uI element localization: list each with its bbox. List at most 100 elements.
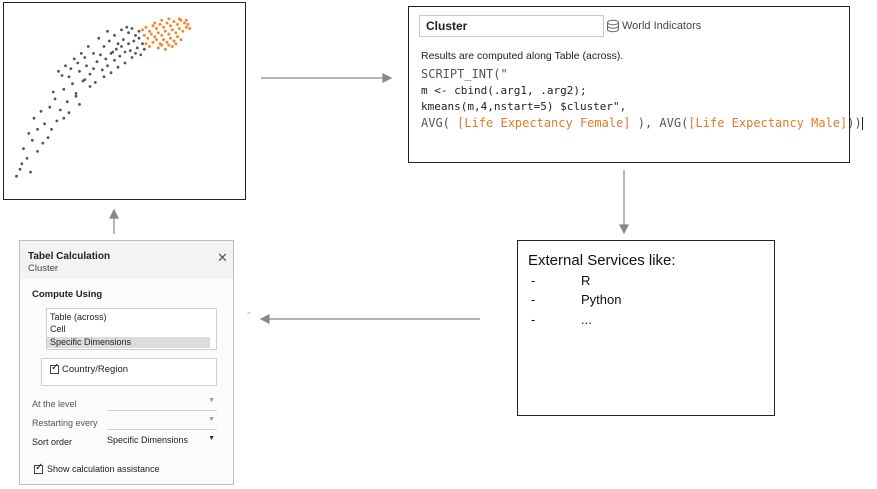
scatter-point (92, 52, 95, 55)
scatter-point-cluster (151, 40, 155, 44)
scatter-point (128, 49, 132, 52)
dropdown-arrow-icon: ▼ (208, 397, 215, 404)
show-assistance-checkbox[interactable]: ✓ (34, 462, 44, 474)
scatter-point (76, 61, 80, 65)
scatter-point (137, 36, 141, 40)
code-line-2[interactable]: m <- cbind(.arg1, .arg2); (421, 84, 587, 97)
scatter-point (18, 167, 22, 171)
scatter-point (134, 52, 137, 55)
scatter-point-cluster (167, 43, 171, 47)
scatter-point (113, 34, 116, 37)
close-icon[interactable]: ✕ (217, 250, 228, 265)
bullet-dash: - (531, 273, 536, 288)
field-life-expectancy-male: [Life Expectancy Male] (688, 116, 848, 130)
dialog-subtitle: Cluster (28, 263, 59, 274)
compute-using-list[interactable]: Table (across) Cell Specific Dimensions (46, 308, 217, 350)
checkmark-icon: ✓ (35, 462, 44, 473)
at-level-select[interactable]: ▼ (107, 397, 217, 411)
list-item-cell[interactable]: Cell (50, 324, 66, 334)
scatter-point (135, 46, 139, 50)
scatter-point (125, 25, 129, 29)
dimension-list: ✓ Country/Region (41, 358, 217, 386)
scatter-point (43, 122, 46, 126)
dialog-header: Tabel Calculation Cluster ✕ (20, 241, 233, 279)
dropdown-arrow-icon: ▼ (208, 435, 215, 442)
scatter-point-cluster (141, 28, 144, 32)
scatter-point (58, 108, 62, 112)
scatter-point-cluster (165, 21, 169, 25)
scatter-point-cluster (169, 24, 172, 28)
scatter-point (39, 109, 43, 113)
code-line-1[interactable]: SCRIPT_INT(" (421, 67, 508, 81)
scatter-point (139, 53, 143, 57)
scatter-point-cluster (174, 42, 178, 46)
stray-mark: - (247, 307, 251, 319)
country-region-checkbox[interactable]: ✓ (50, 362, 60, 374)
arrow-up (109, 208, 119, 234)
scatter-point (99, 53, 102, 57)
scatter-point (65, 100, 69, 104)
scatter-point-cluster (144, 25, 148, 29)
scatter-point (95, 60, 99, 64)
scatter-point (130, 56, 134, 59)
code-line-4[interactable]: AVG( [Life Expectancy Female] ), AVG([Li… (421, 116, 863, 130)
scatter-point-cluster (146, 36, 150, 40)
scatter-point (36, 150, 39, 153)
scatter-point (116, 42, 120, 46)
arrow-right (261, 73, 393, 83)
scatter-point (121, 38, 125, 41)
scatter-point (92, 67, 95, 70)
code-text: ), AVG( (630, 116, 689, 130)
scatter-point (55, 119, 59, 123)
scatter-point-cluster (172, 39, 176, 43)
arrow-left (259, 314, 480, 324)
list-item-table-across[interactable]: Table (across) (50, 312, 107, 322)
sort-order-label: Sort order (32, 437, 73, 447)
calc-name-input[interactable]: Cluster (419, 15, 604, 37)
scatter-point (137, 29, 141, 33)
scatter-point (120, 45, 123, 48)
scatter-point (29, 170, 32, 174)
scatter-point (88, 85, 92, 88)
scatter-point-cluster (149, 32, 153, 36)
calculation-editor: Cluster World Indicators Results are com… (408, 6, 863, 163)
scatter-point (83, 78, 87, 81)
scatter-point (72, 57, 76, 61)
scatter-point (46, 136, 50, 140)
compute-using-label: Compute Using (32, 289, 103, 300)
code-line-3[interactable]: kmeans(m,4,nstart=5) $cluster", (421, 100, 627, 113)
scatter-point (86, 45, 90, 48)
service-label: R (581, 273, 591, 288)
arrow-down (619, 170, 629, 235)
scatter-point (102, 45, 106, 48)
scatter-point-cluster (151, 24, 155, 28)
at-level-label: At the level (32, 399, 77, 409)
scatter-point-cluster (170, 45, 174, 48)
scatter-point (15, 174, 18, 178)
scatter-point (74, 92, 78, 95)
restarting-select[interactable]: ▼ (107, 416, 217, 430)
checkmark-icon: ✓ (51, 362, 60, 373)
scatter-point-cluster (172, 20, 176, 24)
scatter-point-cluster (177, 27, 181, 30)
scatter-point-cluster (184, 18, 188, 22)
scatter-point-cluster (142, 33, 146, 37)
sort-order-select[interactable]: Specific Dimensions▼ (107, 435, 217, 448)
list-item-specific-dimensions[interactable]: Specific Dimensions (47, 337, 210, 348)
scatter-point-cluster (155, 38, 158, 42)
scatter-point (93, 81, 97, 84)
scatter-point (62, 87, 66, 91)
scatter-point (36, 127, 39, 131)
scatter-point (104, 57, 108, 61)
scatter-point (30, 138, 34, 142)
scatter-point (130, 27, 134, 30)
scatter-plot-panel (3, 2, 246, 200)
scatter-point-cluster (153, 21, 157, 25)
scatter-point-cluster (153, 35, 157, 39)
scatter-point (53, 97, 57, 101)
scatter-point-cluster (184, 25, 188, 29)
scatter-point (106, 29, 109, 33)
service-label: Python (581, 292, 622, 307)
scatter-point (62, 116, 66, 120)
scatter-point (123, 50, 127, 54)
